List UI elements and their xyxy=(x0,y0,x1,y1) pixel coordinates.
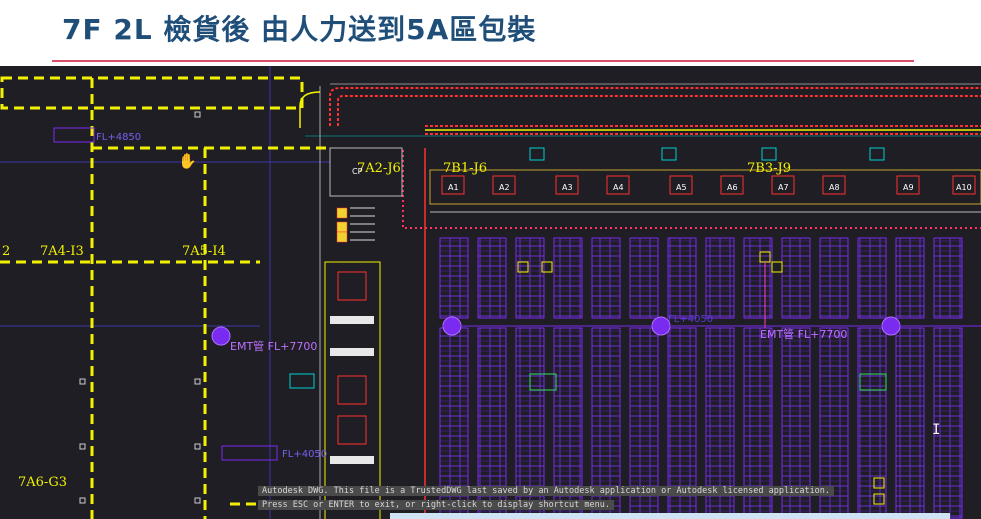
command-line-message-1: Autodesk DWG. This file is a TrustedDWG … xyxy=(258,486,835,496)
conveyor-loop xyxy=(329,87,981,135)
fl-label-1: FL+4850 xyxy=(96,132,141,143)
bay-label-1: A1 xyxy=(448,183,459,192)
bay-label-2: A2 xyxy=(499,183,510,192)
cp-label: CP xyxy=(352,167,363,176)
zone-boundaries xyxy=(0,76,330,519)
zone-label-edge: 2 xyxy=(2,244,10,259)
cad-drawing[interactable]: 7A4-I3 7A5-I4 2 7A2-J6 7B1-J6 7B3-J9 7A6… xyxy=(0,66,981,519)
zone-label-a4: 7A4-I3 xyxy=(40,244,84,259)
emt-label-1: EMT管 FL+7700 xyxy=(230,339,317,353)
zone-label-b3: 7B3-J9 xyxy=(747,161,791,176)
hand-cursor-icon: ✋ xyxy=(178,152,197,170)
bay-label-8: A8 xyxy=(829,183,840,192)
bay-label-5: A5 xyxy=(676,183,687,192)
storage-racks xyxy=(439,237,963,519)
bay-label-6: A6 xyxy=(727,183,738,192)
bay-label-9: A9 xyxy=(903,183,914,192)
bay-label-3: A3 xyxy=(562,183,573,192)
zone-label-a5: 7A5-I4 xyxy=(182,244,226,259)
cad-viewport[interactable]: 7A4-I3 7A5-I4 2 7A2-J6 7B1-J6 7B3-J9 7A6… xyxy=(0,66,981,519)
zone-label-b1: 7B1-J6 xyxy=(443,161,487,176)
command-line-message-2: Press ESC or ENTER to exit, or right-cli… xyxy=(258,500,614,510)
status-strip xyxy=(390,513,950,519)
bay-label-7: A7 xyxy=(778,183,789,192)
zone-label-a6: 7A6-G3 xyxy=(18,475,67,490)
zone-label-a2: 7A2-J6 xyxy=(357,161,401,176)
emt-label-2: EMT管 FL+7700 xyxy=(760,327,847,341)
title-rule xyxy=(52,60,914,62)
bay-label-10: A10 xyxy=(956,183,972,192)
bay-label-4: A4 xyxy=(613,183,624,192)
text-cursor-icon: I xyxy=(932,422,941,438)
fl-label-2: FL+4050 xyxy=(282,449,327,460)
fl-label-3: FL+4050 xyxy=(668,314,713,325)
slide-title: 7F 2L 檢貨後 由人力送到5A區包裝 xyxy=(62,13,537,46)
